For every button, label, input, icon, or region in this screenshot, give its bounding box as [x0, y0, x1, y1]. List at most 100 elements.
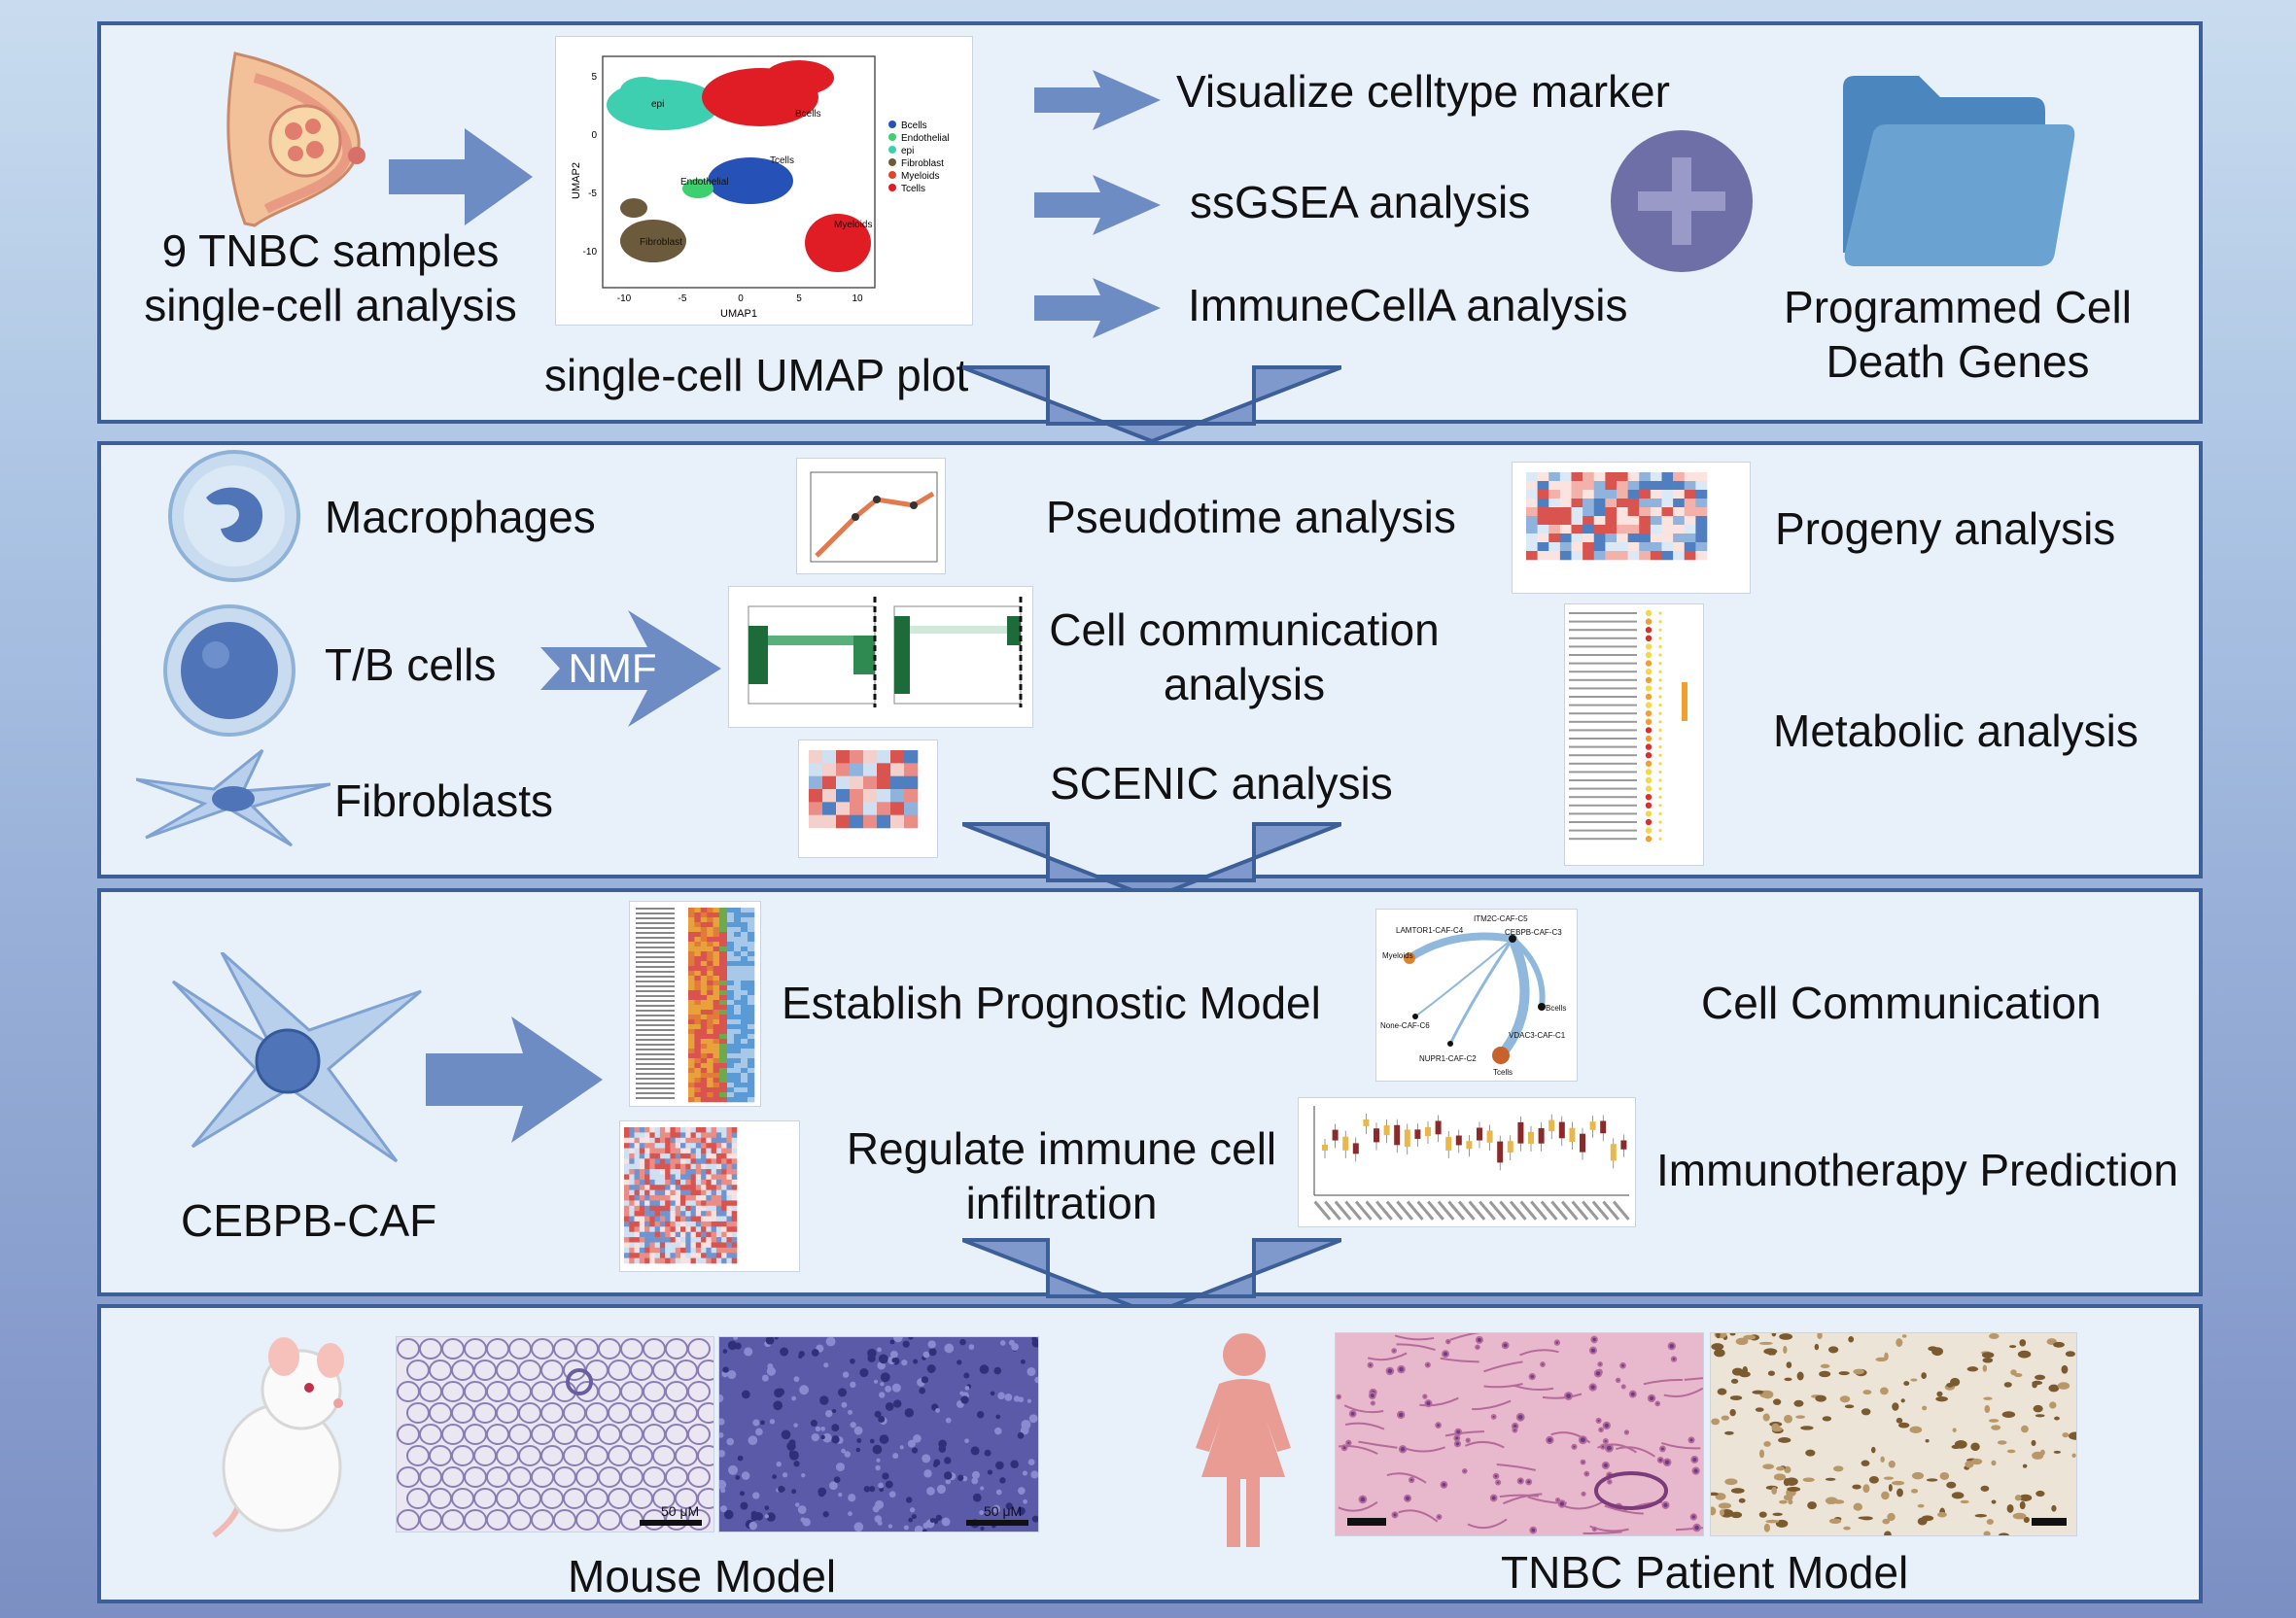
heatmap-cell [707, 951, 713, 957]
heatmap-cell [731, 1153, 738, 1159]
heatmap-cell [748, 1044, 755, 1050]
heatmap-cell [644, 1216, 650, 1222]
box [1507, 1141, 1513, 1153]
box-tick-label [1468, 1200, 1486, 1221]
heatmap-cell [701, 1169, 707, 1175]
he-nucleus [1454, 1428, 1463, 1436]
heatmap-cell [690, 1137, 697, 1144]
box [1600, 1120, 1607, 1134]
tumor-nucleus [872, 1505, 880, 1513]
heatmap-cell [1537, 507, 1549, 517]
metabolic-dot [1658, 678, 1662, 682]
heatmap-cell [711, 1211, 717, 1217]
tumor-nucleus [853, 1426, 863, 1435]
heatmap-cell [624, 1200, 630, 1207]
heatmap-cell [727, 947, 735, 952]
umap-xlabel: UMAP1 [720, 308, 757, 320]
umap-legend-swatch [888, 146, 896, 154]
heatmap-cell [700, 1034, 708, 1040]
tumor-nucleus [741, 1471, 750, 1480]
heatmap-cell [719, 1044, 728, 1050]
heatmap-cell [680, 1216, 686, 1222]
heatmap-cell [706, 1179, 712, 1186]
tumor-nucleus [964, 1386, 970, 1391]
he-nucleus [1440, 1481, 1448, 1489]
umap-ytick: 0 [591, 130, 597, 141]
tumor-nucleus [1018, 1487, 1026, 1495]
umap-legend-swatch [888, 158, 896, 166]
stroma-fiber [1398, 1509, 1439, 1523]
stroma-fiber [1643, 1378, 1683, 1386]
heatmap-cell [719, 1087, 728, 1093]
heatmap-cell [688, 942, 695, 947]
heatmap-cell [726, 1163, 733, 1170]
metabolic-pathway-label [1569, 812, 1637, 815]
heatmap-cell [634, 1205, 641, 1212]
heatmap-cell [670, 1174, 677, 1181]
heatmap-cell [675, 1143, 681, 1149]
tumor-nucleus [782, 1472, 788, 1478]
heatmap-cell [695, 1148, 702, 1154]
heatmap-cell [700, 1019, 708, 1025]
metabolic-dot [1658, 778, 1662, 782]
heatmap-cell [1605, 551, 1618, 561]
heatmap-cell [701, 1148, 707, 1154]
heatmap-cell [1650, 516, 1662, 526]
heatmap-cell [644, 1148, 650, 1154]
heatmap-cell [727, 1024, 735, 1030]
heatmap-cell [1661, 516, 1674, 526]
metabolic-pathway-label [1569, 838, 1637, 841]
tumor-nucleus [764, 1514, 769, 1519]
he-nucleus [1391, 1511, 1399, 1519]
heatmap-cell [734, 1092, 742, 1098]
heatmap-cell [748, 1029, 755, 1035]
he-nucleus [1490, 1413, 1497, 1420]
stroma-fiber [1343, 1404, 1384, 1414]
prog-gene-label [636, 961, 675, 963]
heatmap-cell [654, 1153, 661, 1159]
he-nucleus [1557, 1499, 1567, 1508]
tumor-nucleus [842, 1371, 850, 1378]
heatmap-cell [713, 966, 720, 972]
folder-icon [1833, 68, 2078, 272]
heatmap-cell [713, 956, 720, 962]
he-nucleus [1398, 1445, 1408, 1454]
ihc-stain [1729, 1333, 1736, 1336]
analysis-progeny: Progeny analysis [1775, 503, 2116, 554]
heatmap-cell [731, 1231, 738, 1238]
heatmap-cell [713, 961, 720, 967]
heatmap-cell [634, 1226, 641, 1232]
tumor-nucleus [979, 1510, 985, 1516]
tumor-nucleus [815, 1426, 821, 1432]
metabolic-dot [1645, 702, 1652, 708]
tumor-nucleus [885, 1385, 892, 1393]
ihc-stain [1771, 1333, 1777, 1337]
heatmap-cell [690, 1205, 697, 1212]
heatmap-cell [700, 917, 708, 923]
heatmap-cell [727, 1097, 735, 1103]
heatmap-cell [665, 1205, 671, 1212]
heatmap-cell [715, 1189, 722, 1196]
ihc-stain [1771, 1423, 1780, 1432]
heatmap-cell [629, 1189, 635, 1196]
heatmap-cell [734, 985, 742, 991]
he-nucleus [1435, 1422, 1442, 1429]
heatmap-cell [706, 1216, 712, 1222]
ihc-stain [1743, 1334, 1757, 1340]
heatmap-cell [1548, 516, 1561, 526]
tumor-nucleus [971, 1470, 980, 1479]
heatmap-cell [670, 1169, 677, 1175]
heatmap-cell [634, 1153, 641, 1159]
nmf-label: NMF [569, 645, 657, 691]
heatmap-cell [649, 1205, 655, 1212]
heatmap-cell [644, 1153, 650, 1159]
ihc-stain [2014, 1373, 2023, 1378]
ihc-stain [1935, 1396, 1948, 1402]
heatmap-cell [719, 1000, 728, 1006]
heatmap-cell [700, 981, 708, 986]
heatmap-cell [670, 1137, 677, 1144]
mouse-model-label: Mouse Model [568, 1551, 837, 1601]
heatmap-cell [727, 1087, 735, 1093]
tumor-nucleus [1022, 1470, 1028, 1476]
heatmap-cell [1559, 499, 1572, 508]
